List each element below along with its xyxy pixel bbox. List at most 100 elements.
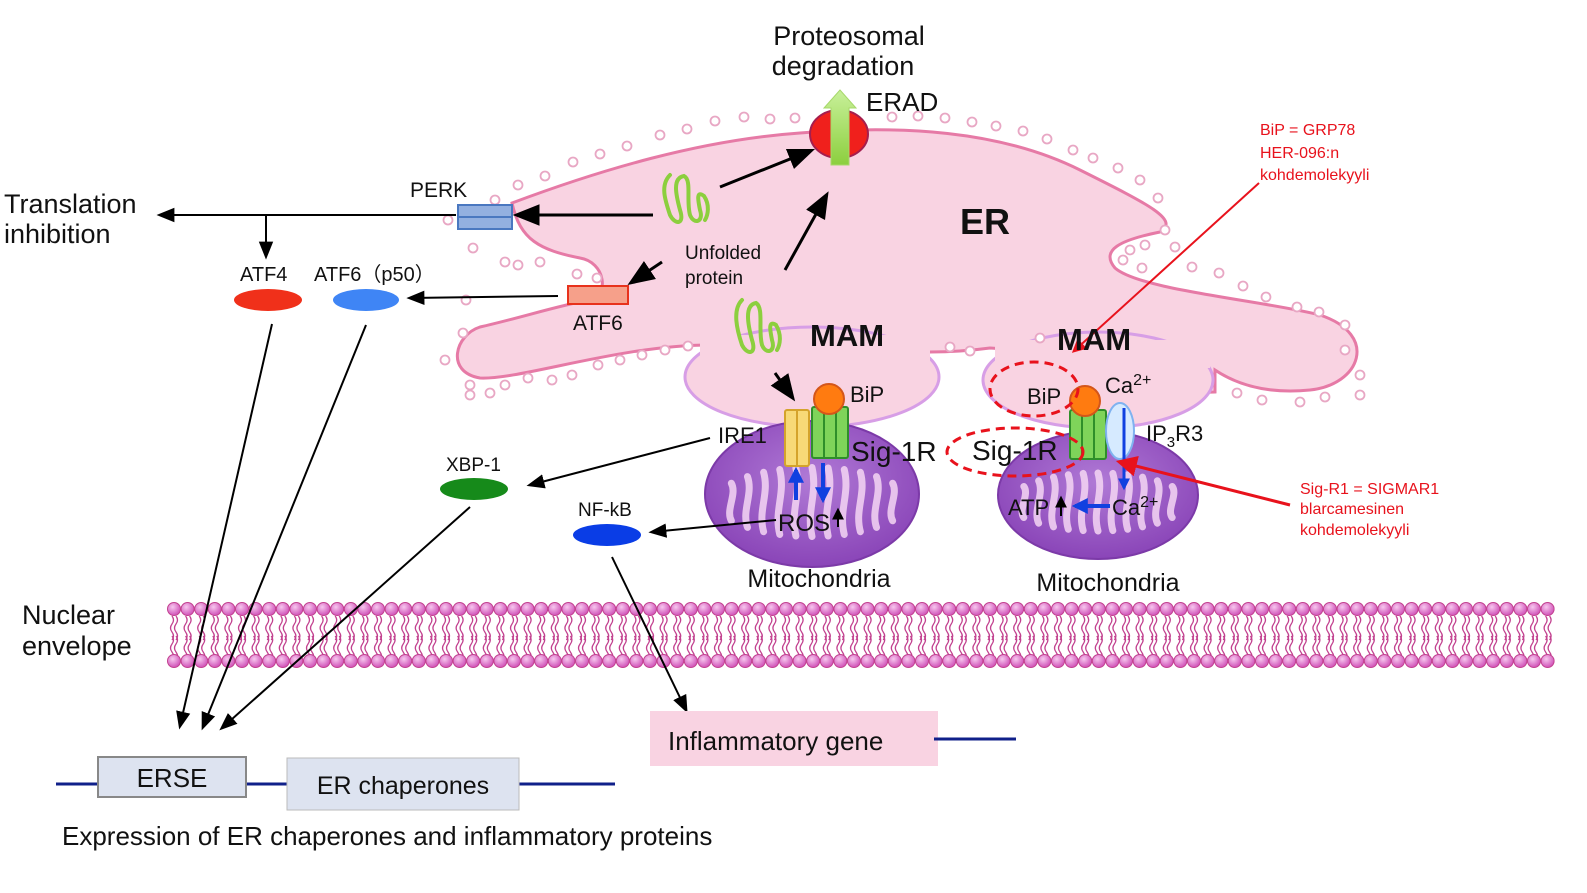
lipid-tail <box>1312 615 1321 641</box>
ribosome-dot <box>539 170 551 182</box>
lipid-head <box>1023 602 1038 616</box>
sig1r-receptor-right <box>1069 409 1107 460</box>
ribosome-dot <box>636 349 648 361</box>
lipid-head <box>1513 602 1528 616</box>
lipid-head <box>1336 654 1351 668</box>
lipid-head <box>887 654 902 668</box>
lipid-head <box>466 654 481 668</box>
lipid-tail <box>904 615 913 641</box>
lipid-tail <box>999 615 1008 641</box>
ribosome-dot <box>738 111 750 123</box>
lipid-head <box>1010 654 1025 668</box>
ribosome-dot <box>1256 394 1268 406</box>
lipid-head <box>262 602 277 616</box>
lipid-head <box>1010 602 1025 616</box>
atp-label: ATP <box>1008 495 1049 520</box>
lipid-head <box>874 602 889 616</box>
lipid-tail <box>1176 615 1185 641</box>
lipid-head <box>398 602 413 616</box>
lipid-head <box>1132 602 1147 616</box>
lipid-head <box>860 602 875 616</box>
ribosome-dot <box>571 268 583 280</box>
atf6-receptor-label: ATF6 <box>573 312 623 335</box>
proteosomal-label: Proteosomal <box>773 21 925 51</box>
crista <box>1077 469 1089 535</box>
lipid-head <box>330 654 345 668</box>
xbp1-label: XBP-1 <box>446 455 501 476</box>
ribosome-dot <box>990 120 1002 132</box>
lipid-head <box>479 602 494 616</box>
ca-top-label: Ca2+ <box>1105 372 1151 398</box>
ribosome-dot <box>567 156 579 168</box>
arrow-atf6-to-erse <box>201 324 367 731</box>
lipid-head <box>1363 602 1378 616</box>
lipid-head <box>1540 654 1555 668</box>
lipid-head <box>1187 654 1201 668</box>
lipid-head <box>643 654 657 668</box>
arrow-atf6-to-p50 <box>406 290 559 306</box>
ribosome-dot <box>789 112 801 124</box>
lipid-tail <box>686 615 695 641</box>
lipid-tail <box>836 615 845 641</box>
lipid-head <box>1377 654 1392 668</box>
ribosome-dot <box>1339 344 1351 356</box>
lipid-head <box>235 654 249 668</box>
lipid-tail <box>1135 615 1144 641</box>
lipid-tail <box>1257 615 1267 641</box>
lipid-tail <box>1217 615 1226 641</box>
ribosome-dot <box>1291 301 1303 313</box>
lipid-head <box>1363 654 1378 668</box>
ribosome-dot <box>499 256 511 268</box>
lipid-tail <box>1121 615 1131 641</box>
lipid-head <box>819 602 834 616</box>
lipid-head <box>1173 654 1188 668</box>
lipid-head <box>180 602 195 616</box>
lipid-tail <box>523 615 532 641</box>
lipid-head <box>615 602 630 616</box>
lipid-tail <box>428 615 437 641</box>
lipid-tail <box>945 615 954 641</box>
er-membrane <box>455 128 1359 394</box>
lipid-head <box>1282 602 1297 616</box>
ca-bottom-label: Ca2+ <box>1112 494 1158 520</box>
lipid-tail <box>1529 615 1539 641</box>
bip-protein-right <box>1069 385 1101 417</box>
lipid-tail <box>305 615 315 641</box>
ribosome-dot <box>457 327 469 339</box>
lipid-head <box>1159 602 1174 616</box>
lipid-head <box>928 654 943 668</box>
ip3r3-label: IP3R3 <box>1146 421 1203 451</box>
lipid-head <box>425 602 440 616</box>
lipid-head <box>1132 654 1147 668</box>
lipid-head <box>955 602 970 616</box>
ribosome-dot <box>439 354 451 366</box>
lipid-head <box>1078 654 1093 668</box>
lipid-tail <box>1285 615 1294 641</box>
lipid-head <box>738 602 753 616</box>
lipid-head <box>1146 654 1161 668</box>
lipid-head <box>1404 654 1419 668</box>
lipid-head <box>847 602 861 616</box>
lipid-head <box>697 654 712 668</box>
lipid-head <box>1241 602 1256 616</box>
ribosome-dot <box>1041 133 1053 145</box>
lipid-tail <box>931 615 940 641</box>
lipid-head <box>683 654 698 668</box>
ribosome-dot <box>592 359 604 371</box>
lipid-tail <box>387 615 396 641</box>
lipid-head <box>1377 602 1392 616</box>
lipid-tail <box>469 615 478 641</box>
lipid-tail <box>754 615 763 641</box>
lipid-tail <box>183 615 192 641</box>
bip-note-line3: kohdemolekyyli <box>1260 167 1369 184</box>
lipid-tail <box>1244 615 1253 641</box>
lipid-head <box>887 602 902 616</box>
lipid-head <box>1227 654 1242 668</box>
lipid-head <box>1445 654 1460 668</box>
arrow-xbp1-to-erse <box>219 506 471 731</box>
lipid-tail <box>768 615 777 641</box>
lipid-head <box>452 602 467 616</box>
lipid-head <box>1499 654 1514 668</box>
lipid-head <box>1105 654 1120 668</box>
